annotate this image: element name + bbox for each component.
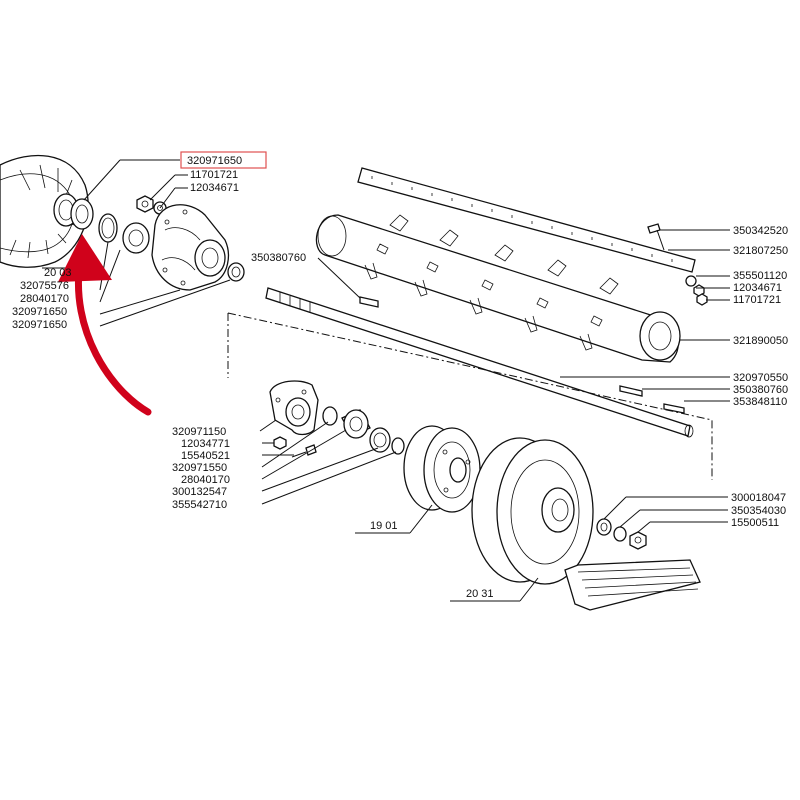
label-left-3: 28040170: [20, 293, 69, 305]
main-shaft: [265, 287, 694, 438]
label-bl-5: 28040170: [181, 474, 230, 486]
circlip-ring: [98, 213, 118, 243]
label-br-2: 350354030: [731, 505, 786, 517]
drive-belt: [564, 559, 701, 611]
label-right-mid-4: 353848110: [733, 396, 787, 408]
label-bl-4: 320971550: [172, 462, 227, 474]
shaft-key-top: [359, 296, 379, 308]
br-ring: [596, 518, 612, 536]
br-nut: [629, 531, 647, 550]
bottom-seal-small: [322, 406, 338, 426]
label-right-top-4: 12034671: [733, 282, 782, 294]
labels: 320971650 11701721 12034671 20 03 320755…: [12, 155, 788, 600]
label-top-3: 12034671: [190, 182, 239, 194]
label-right-mid-2: 320970550: [733, 372, 788, 384]
label-br-1: 300018047: [731, 492, 786, 504]
rotor-drum: [315, 214, 681, 363]
right-nut-b: [696, 293, 708, 306]
label-left-4: 320971650: [12, 306, 67, 318]
label-bl-2: 12034771: [181, 438, 230, 450]
label-bl-7: 355542710: [172, 499, 227, 511]
bottom-circlip: [391, 437, 405, 455]
label-bl-3: 15540521: [181, 450, 230, 462]
label-pulley-1: 19 01: [370, 520, 398, 532]
shaft-key-right-a: [619, 385, 643, 397]
label-bl-6: 300132547: [172, 486, 227, 498]
label-right-mid-1: 321890050: [733, 335, 788, 347]
label-left-5: 320971650: [12, 319, 67, 331]
right-washer: [685, 275, 697, 287]
label-br-3: 15500511: [731, 517, 779, 529]
label-right-top-2: 321807250: [733, 245, 788, 257]
highlight-box: [180, 151, 267, 169]
label-shaft: 350380760: [251, 252, 306, 264]
red-arrow: [58, 234, 152, 416]
label-right-top-1: 350342520: [733, 225, 788, 237]
label-left-1: 20 03: [44, 267, 72, 279]
label-left-2: 32075576: [20, 280, 69, 292]
label-right-top-5: 11701721: [733, 294, 781, 306]
bearing-housing: [269, 380, 319, 436]
seal-ring-highlighted: [70, 198, 94, 230]
leader-lines: [42, 159, 730, 602]
label-pulley-2: 20 31: [466, 588, 494, 600]
br-washer: [613, 526, 627, 542]
label-top-1: 320971650: [187, 155, 242, 167]
hub-small-ring: [227, 262, 245, 282]
label-right-top-3: 355501120: [733, 270, 787, 282]
shaft-key-right-b: [663, 403, 685, 414]
housing-nut: [273, 436, 287, 450]
cover-plate: [357, 167, 696, 273]
label-top-2: 11701721: [190, 169, 238, 181]
label-bl-1: 320971150: [172, 426, 226, 438]
bottom-bearing: [341, 409, 371, 439]
label-right-mid-3: 350380760: [733, 384, 788, 396]
bearing: [122, 222, 150, 254]
top-nut: [136, 195, 154, 213]
bottom-ring: [369, 427, 391, 453]
pulley-large: [471, 437, 594, 585]
housing-bolt: [291, 444, 317, 458]
hub-flange: [151, 204, 229, 291]
cover-bolt: [647, 223, 665, 251]
pulley-small: [403, 425, 481, 513]
